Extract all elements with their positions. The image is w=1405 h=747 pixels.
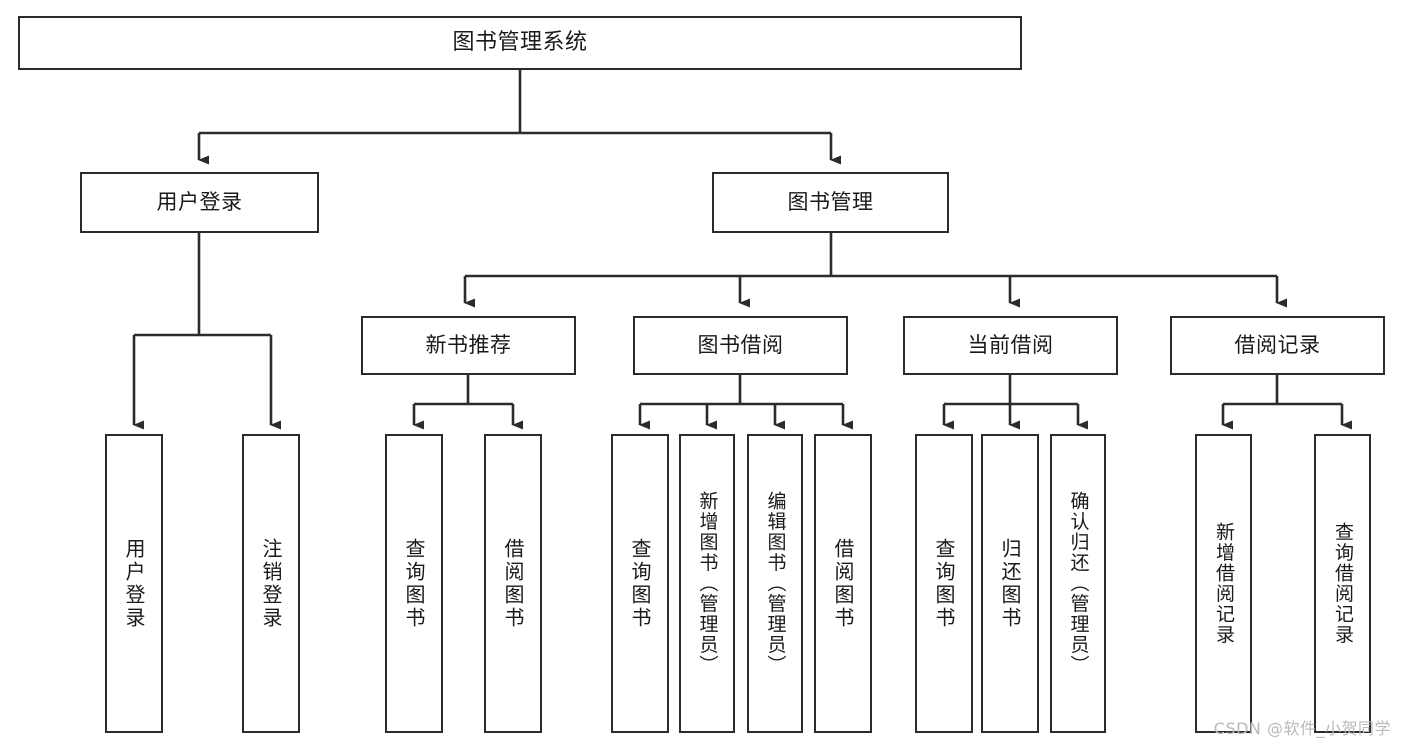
node-label: 确认归还（管理员） (1067, 491, 1090, 676)
leaf-return-book[interactable]: 归还图书 (981, 434, 1039, 733)
leaf-add-borrow-record[interactable]: 新增借阅记录 (1195, 434, 1252, 733)
node-borrow-record[interactable]: 借阅记录 (1170, 316, 1385, 375)
node-label: 新书推荐 (425, 333, 512, 358)
node-user-login[interactable]: 用户登录 (80, 172, 319, 233)
node-current-borrow[interactable]: 当前借阅 (903, 316, 1118, 375)
leaf-query-borrow-record[interactable]: 查询借阅记录 (1314, 434, 1371, 733)
node-label: 编辑图书（管理员） (764, 491, 787, 676)
leaf-logout[interactable]: 注销登录 (242, 434, 300, 733)
leaf-edit-book-admin[interactable]: 编辑图书（管理员） (747, 434, 803, 733)
node-label: 图书借阅 (697, 333, 784, 358)
node-label: 借阅图书 (501, 537, 525, 630)
node-label: 归还图书 (998, 537, 1022, 630)
node-label: 当前借阅 (967, 333, 1054, 358)
node-book-borrow[interactable]: 图书借阅 (633, 316, 848, 375)
node-new-book-recommend[interactable]: 新书推荐 (361, 316, 576, 375)
leaf-query-book-recommend[interactable]: 查询图书 (385, 434, 443, 733)
leaf-borrow-book-recommend[interactable]: 借阅图书 (484, 434, 542, 733)
node-label: 查询图书 (628, 537, 652, 630)
node-label: 注销登录 (259, 537, 283, 630)
node-label: 新增借阅记录 (1213, 522, 1235, 645)
node-label: 借阅图书 (831, 537, 855, 630)
watermark-text: CSDN @软件_小贺同学 (1213, 719, 1391, 738)
node-label: 查询借阅记录 (1332, 522, 1354, 645)
node-label: 用户登录 (156, 190, 243, 215)
leaf-borrow-book[interactable]: 借阅图书 (814, 434, 872, 733)
node-label: 用户登录 (122, 537, 146, 630)
node-label: 新增图书（管理员） (696, 491, 719, 676)
leaf-confirm-return-admin[interactable]: 确认归还（管理员） (1050, 434, 1106, 733)
leaf-add-book-admin[interactable]: 新增图书（管理员） (679, 434, 735, 733)
node-label: 图书管理 (787, 190, 874, 215)
leaf-query-book-borrow[interactable]: 查询图书 (611, 434, 669, 733)
node-label: 查询图书 (402, 537, 426, 630)
node-label: 图书管理系统 (452, 30, 588, 56)
node-label: 查询图书 (932, 537, 956, 630)
leaf-query-book-current[interactable]: 查询图书 (915, 434, 973, 733)
node-book-management[interactable]: 图书管理 (712, 172, 949, 233)
node-root-book-management-system[interactable]: 图书管理系统 (18, 16, 1022, 70)
node-label: 借阅记录 (1234, 333, 1321, 358)
leaf-user-login[interactable]: 用户登录 (105, 434, 163, 733)
